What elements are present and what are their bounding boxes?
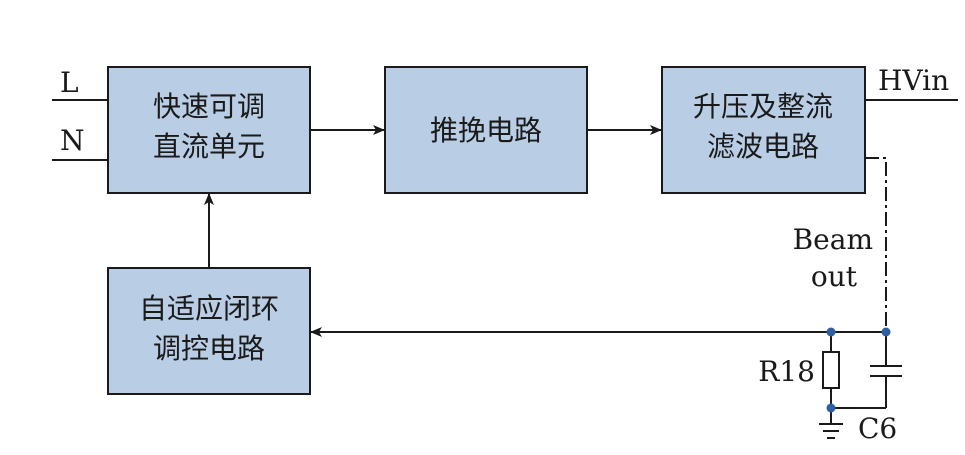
power-unit-label-line2: 直流单元 (153, 130, 265, 163)
beam-out-line (865, 157, 887, 332)
push-pull-block: 推挽电路 (384, 66, 588, 194)
junction-node-feedback-c6 (881, 327, 891, 337)
push-pull-box (384, 66, 588, 194)
push-pull-label: 推挽电路 (430, 114, 542, 147)
power-unit-box (107, 66, 311, 194)
boost-rectifier-block: 升压及整流 滤波电路 (661, 66, 866, 194)
resistor-r18: R18 (758, 332, 840, 424)
adaptive-control-label-line1: 自适应闭环 (139, 292, 279, 325)
capacitor-c6: C6 (831, 332, 902, 445)
input-label-l: L (60, 66, 79, 99)
ground-icon (819, 423, 843, 439)
beam-out-label-line2: out (811, 260, 858, 293)
r18-body (822, 351, 840, 389)
boost-rectifier-label-line1: 升压及整流 (693, 90, 833, 123)
adaptive-control-block: 自适应闭环 调控电路 (107, 267, 311, 395)
junction-node-r18-c6 (826, 403, 836, 413)
power-unit-block: 快速可调 直流单元 (107, 66, 311, 194)
boost-rectifier-label-line2: 滤波电路 (707, 130, 819, 163)
hv-output-label: HVin (878, 64, 949, 97)
power-unit-label-line1: 快速可调 (153, 90, 265, 123)
adaptive-control-label-line2: 调控电路 (153, 332, 265, 365)
boost-rectifier-box (661, 66, 866, 194)
input-label-n: N (60, 124, 85, 157)
beam-out-label-line1: Beam (793, 223, 873, 256)
adaptive-control-box (107, 267, 311, 395)
c6-label: C6 (858, 412, 897, 445)
junction-node-feedback-r18 (826, 327, 836, 337)
r18-label: R18 (758, 355, 815, 388)
